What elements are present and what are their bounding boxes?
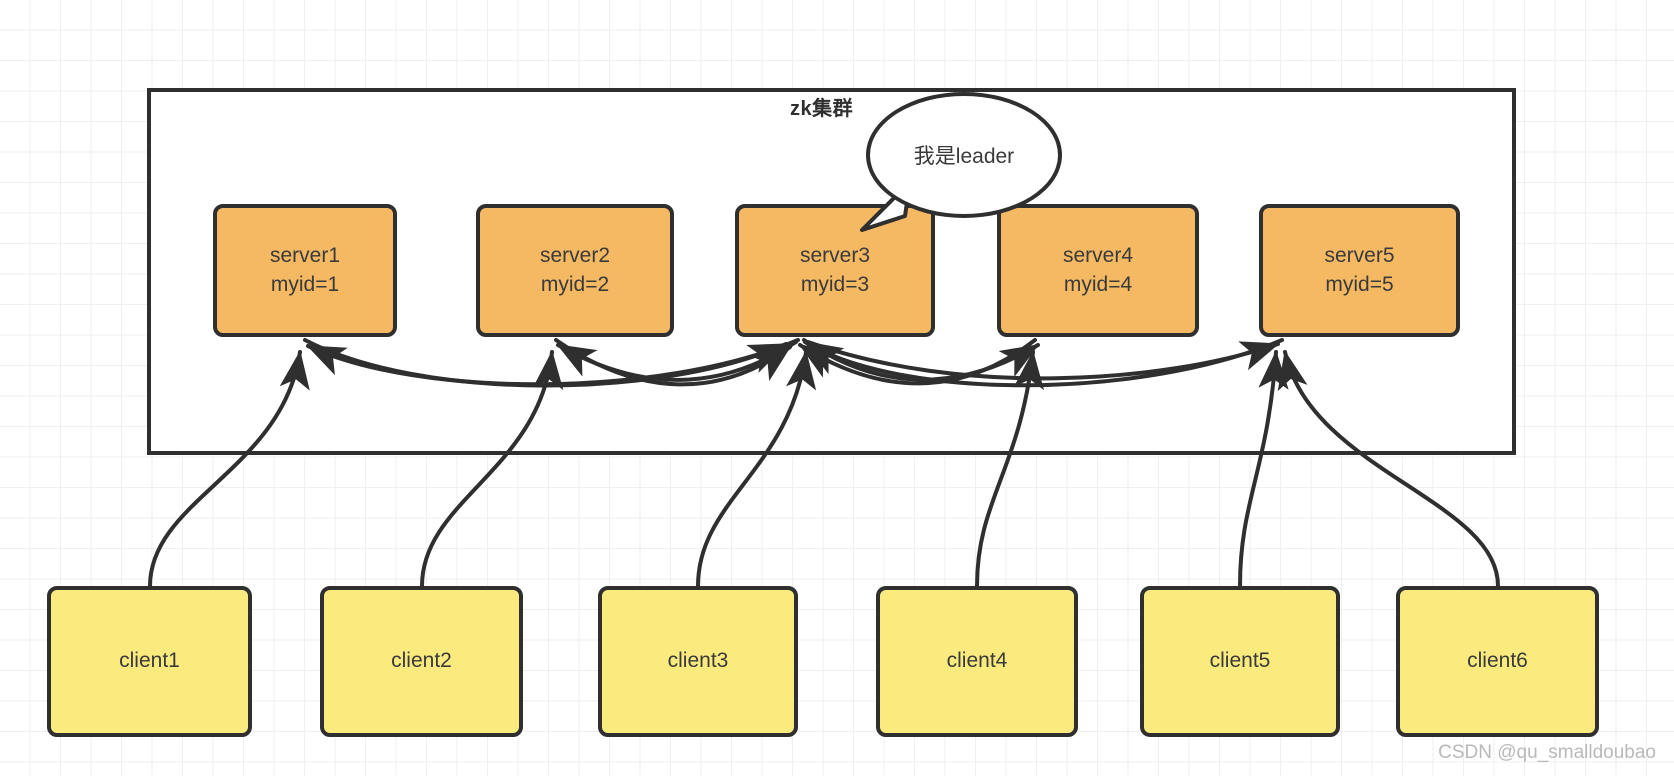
client4-label: client4 xyxy=(946,649,1008,673)
client6-label: client6 xyxy=(1467,649,1528,673)
server1-name: server1 xyxy=(269,243,341,267)
node-client2[interactable]: client2 xyxy=(320,586,523,737)
speech-bubble-leader: 我是leader xyxy=(866,92,1062,218)
node-client3[interactable]: client3 xyxy=(598,586,798,737)
watermark: CSDN @qu_smalldoubao xyxy=(1438,742,1656,763)
client2-label: client2 xyxy=(391,649,452,673)
node-server1[interactable]: server1 myid=1 xyxy=(213,204,397,337)
client5-label: client5 xyxy=(1209,649,1271,673)
server2-myid: myid=2 xyxy=(540,272,610,296)
server5-myid: myid=5 xyxy=(1325,272,1394,296)
server3-myid: myid=3 xyxy=(800,272,870,296)
node-server4[interactable]: server4 myid=4 xyxy=(997,204,1199,337)
node-server2[interactable]: server2 myid=2 xyxy=(476,204,674,337)
speech-bubble-text: 我是leader xyxy=(913,145,1015,168)
server5-name: server5 xyxy=(1324,243,1395,267)
server4-myid: myid=4 xyxy=(1063,272,1133,296)
server2-name: server2 xyxy=(539,243,611,267)
node-client4[interactable]: client4 xyxy=(876,586,1078,737)
node-server3[interactable]: server3 myid=3 xyxy=(735,204,935,337)
server4-name: server4 xyxy=(1062,243,1134,267)
server3-name: server3 xyxy=(799,243,871,267)
node-client6[interactable]: client6 xyxy=(1396,586,1599,737)
server1-myid: myid=1 xyxy=(270,272,340,296)
node-client1[interactable]: client1 xyxy=(47,586,252,737)
cluster-title: zk集群 xyxy=(790,98,854,120)
node-client5[interactable]: client5 xyxy=(1140,586,1340,737)
client1-label: client1 xyxy=(119,649,180,673)
client3-label: client3 xyxy=(667,649,729,673)
node-server5[interactable]: server5 myid=5 xyxy=(1259,204,1460,337)
